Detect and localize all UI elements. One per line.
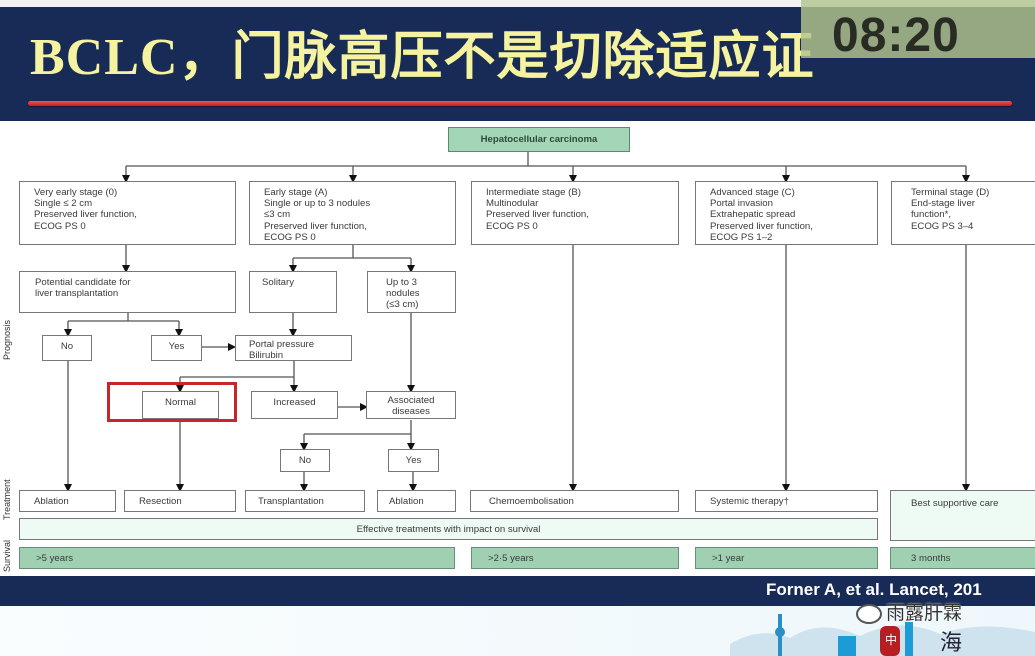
stage-line: Extrahepatic spread (710, 209, 796, 221)
stage-intermediate: Intermediate stage (B) Multinodular Pres… (471, 181, 679, 245)
slide-footer (0, 576, 1035, 606)
svg-text:中: 中 (885, 632, 897, 647)
stage-line: ≤3 cm (264, 209, 291, 221)
node-line: diseases (392, 406, 430, 418)
clock-overlay (801, 0, 1035, 58)
node-normal: Normal (142, 391, 219, 419)
node-hepatocellular-carcinoma: Hepatocellular carcinoma (448, 127, 630, 152)
side-label-prognosis: Prognosis (2, 319, 12, 360)
effective-treatments-banner: Effective treatments with impact on surv… (19, 518, 878, 540)
stage-line: Preserved liver function, (710, 220, 813, 232)
svg-text:海: 海 (940, 630, 962, 655)
treatment-transplantation: Transplantation (245, 490, 365, 512)
stage-line: function*, (911, 209, 952, 221)
treatment-systemic-therapy: Systemic therapy† (695, 490, 878, 512)
stage-very-early: Very early stage (0) Single ≤ 2 cm Prese… (19, 181, 236, 245)
stage-line: ECOG PS 0 (264, 231, 316, 243)
stage-line: Single or up to 3 nodules (264, 198, 371, 210)
survival-advanced: >1 year (695, 547, 878, 569)
node-line: (≤3 cm) (386, 299, 419, 311)
node-line: Associated (387, 395, 435, 406)
node-no-associated: No (280, 449, 330, 472)
treatment-chemoembolisation: Chemoembolisation (470, 490, 679, 512)
node-increased: Increased (251, 391, 338, 419)
stage-line: Terminal stage (D) (911, 187, 990, 198)
clock-time: 08:20 (832, 9, 960, 62)
top-strip (0, 0, 1035, 7)
stage-line: Portal invasion (710, 198, 773, 210)
stage-line: Intermediate stage (B) (486, 187, 581, 198)
node-solitary: Solitary (249, 271, 337, 313)
node-line: Potential candidate for (35, 277, 131, 288)
stage-advanced: Advanced stage (C) Portal invasion Extra… (695, 181, 878, 245)
stage-line: ECOG PS 0 (34, 220, 86, 232)
node-portal-pressure-bilirubin: Portal pressure Bilirubin (235, 335, 352, 361)
treatment-ablation-2: Ablation (377, 490, 456, 512)
stage-line: Very early stage (0) (34, 187, 118, 198)
stage-line: ECOG PS 1–2 (710, 231, 773, 243)
survival-very-early-early: >5 years (19, 547, 455, 569)
node-line: Portal pressure (249, 339, 315, 350)
highlight-box-normal (107, 382, 237, 422)
side-label-treatment: Treatment (2, 479, 12, 520)
node-line: Up to 3 (386, 277, 417, 288)
stage-line: End-stage liver (911, 198, 975, 210)
node-yes-candidate: Yes (151, 335, 202, 361)
stage-line: Single ≤ 2 cm (34, 198, 93, 210)
stage-line: Preserved liver function, (264, 220, 367, 232)
citation: Forner A, et al. Lancet, 201 (766, 580, 982, 599)
wechat-icon (856, 603, 882, 624)
side-label-survival: Survival (2, 539, 12, 572)
node-line: nodules (386, 288, 420, 300)
node-transplant-candidate: Potential candidate for liver transplant… (19, 271, 236, 313)
stage-line: Preserved liver function, (34, 209, 137, 221)
stage-line: Advanced stage (C) (710, 187, 795, 198)
wechat-watermark: 雨露肝霖 (856, 598, 962, 625)
slide-title: BCLC，门脉高压不是切除适应证 (30, 29, 815, 86)
node-yes-associated: Yes (388, 449, 439, 472)
stage-line: ECOG PS 3–4 (911, 220, 974, 232)
treatment-best-supportive-care: Best supportive care (890, 490, 1035, 541)
treatment-ablation-1: Ablation (19, 490, 116, 512)
stage-line: ECOG PS 0 (486, 220, 538, 232)
treatment-resection: Resection (124, 490, 236, 512)
stage-terminal: Terminal stage (D) End-stage liver funct… (891, 181, 1035, 245)
node-line: liver transplantation (35, 288, 119, 300)
stage-line: Preserved liver function, (486, 209, 589, 221)
node-associated-diseases: Associated diseases (366, 391, 456, 419)
watermark-text: 雨露肝霖 (886, 603, 963, 624)
node-line: Bilirubin (249, 350, 284, 362)
survival-intermediate: >2·5 years (471, 547, 679, 569)
survival-terminal: 3 months (890, 547, 1035, 569)
stage-early: Early stage (A) Single or up to 3 nodule… (249, 181, 456, 245)
node-up-to-3-nodules: Up to 3 nodules (≤3 cm) (367, 271, 456, 313)
node-no-candidate: No (42, 335, 92, 361)
stage-line: Multinodular (486, 198, 539, 210)
shanghai-skyline-icon: 中 海 (730, 614, 1035, 656)
title-underline (28, 101, 1012, 106)
stage-line: Early stage (A) (264, 187, 328, 198)
